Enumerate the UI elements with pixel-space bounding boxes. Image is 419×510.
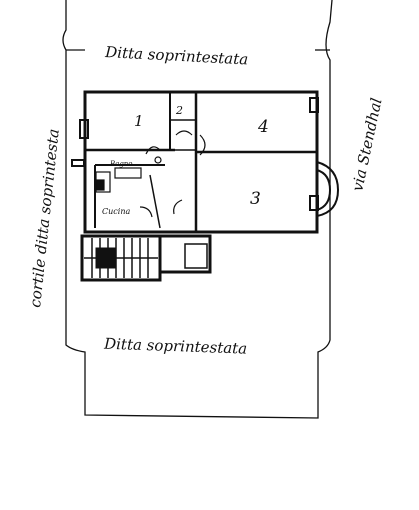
stairwell [80,234,212,282]
room-2-label: 2 [175,104,183,117]
room-3-label: 3 [250,189,261,209]
room-4-label: 4 [257,117,269,137]
bottom-note-label: Ditta soprintestata [103,335,248,358]
bath-fixtures [95,156,162,193]
windows [71,97,340,217]
bath-label: Bagno [109,160,133,168]
lot-boundary [62,0,333,419]
courtyard-label: cortile ditta soprintesta [26,128,63,308]
top-note-label: Ditta soprintestata [104,43,249,69]
street-label: via Stendhal [348,96,385,193]
room-1-label: 1 [134,112,144,130]
kitchen-label: Cucina [102,207,130,216]
